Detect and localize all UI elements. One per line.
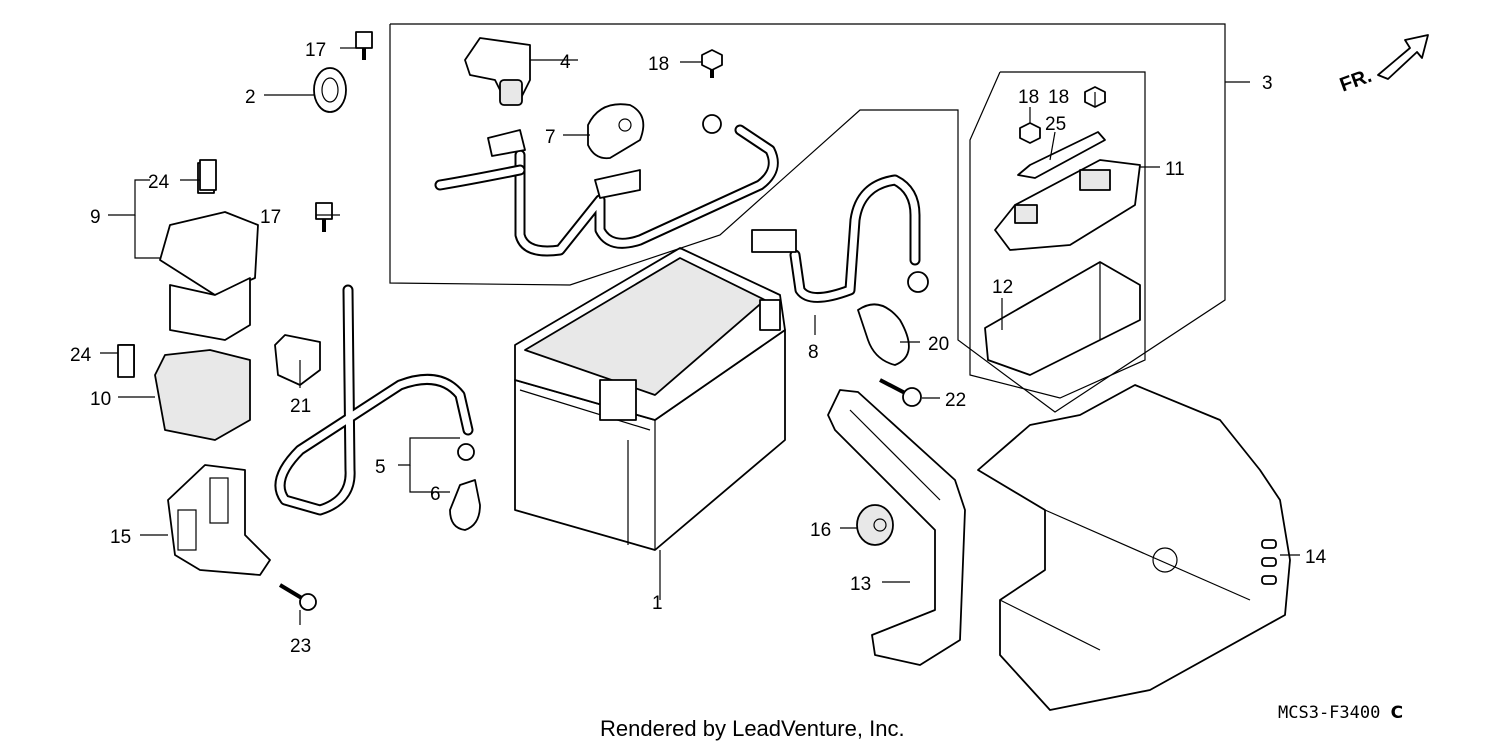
assembly-frame-11 bbox=[969, 71, 1146, 399]
callout-18-fusebox-b: 18 bbox=[1048, 87, 1069, 108]
callout-24-mid: 24 bbox=[70, 345, 92, 366]
fuse-24-top bbox=[199, 159, 217, 191]
fuse-24-mid bbox=[117, 344, 135, 378]
fuse-plate-25 bbox=[1017, 131, 1106, 179]
callout-4: 4 bbox=[560, 52, 571, 73]
assembly-frame-3 bbox=[389, 23, 1250, 413]
bolt-17-top bbox=[355, 31, 373, 60]
drawing-code: MCS3-F3400 C bbox=[1278, 703, 1403, 723]
drawing-code-number: MCS3-F3400 bbox=[1278, 703, 1381, 723]
rubber-band-20 bbox=[857, 303, 910, 366]
callout-20: 20 bbox=[928, 334, 949, 355]
callout-labels: 1 2 3 4 5 6 7 8 9 10 11 12 13 14 15 16 1… bbox=[70, 40, 1327, 657]
callout-10: 10 bbox=[90, 389, 111, 410]
leader-lines bbox=[100, 47, 1300, 625]
relay-bracket-15 bbox=[167, 464, 271, 576]
bolt-18-left bbox=[701, 49, 723, 78]
wire-clip-2 bbox=[313, 67, 347, 113]
clamp-21 bbox=[274, 334, 321, 386]
bolt-17-mid bbox=[315, 202, 333, 232]
bolt-23 bbox=[278, 583, 317, 611]
positive-cable-8 bbox=[751, 174, 929, 303]
callout-23: 23 bbox=[290, 636, 311, 657]
battery-case-14 bbox=[977, 384, 1291, 711]
callout-3: 3 bbox=[1262, 73, 1273, 94]
callout-18-fusebox-a: 18 bbox=[1018, 87, 1039, 108]
front-direction-arrow: FR. bbox=[1337, 34, 1429, 97]
drawing-code-revision: C bbox=[1390, 703, 1404, 723]
callout-7: 7 bbox=[545, 127, 556, 148]
terminal-boot-6 bbox=[449, 479, 481, 531]
callout-12: 12 bbox=[992, 277, 1013, 298]
callout-13: 13 bbox=[850, 574, 871, 595]
fuse-box-11 bbox=[994, 159, 1141, 251]
callout-5: 5 bbox=[375, 457, 386, 478]
front-direction-label: FR. bbox=[1337, 65, 1375, 97]
grommet-16 bbox=[856, 504, 894, 546]
render-credit: Rendered by LeadVenture, Inc. bbox=[600, 716, 905, 741]
callout-11: 11 bbox=[1165, 159, 1185, 180]
bolt-18-fusebox-a bbox=[1019, 122, 1041, 144]
callout-2: 2 bbox=[245, 87, 256, 108]
callout-25: 25 bbox=[1045, 114, 1066, 135]
callout-18-left: 18 bbox=[648, 54, 669, 75]
callout-17-mid: 17 bbox=[260, 207, 281, 228]
callout-15: 15 bbox=[110, 527, 131, 548]
callout-9: 9 bbox=[90, 207, 101, 228]
terminal-cap-4 bbox=[464, 37, 531, 106]
relay-rubber-cover-10 bbox=[119, 344, 251, 441]
fuse-box-cover-12 bbox=[984, 261, 1141, 376]
callout-17-top: 17 bbox=[305, 40, 326, 61]
callout-21: 21 bbox=[290, 396, 311, 417]
battery-stay-13 bbox=[827, 389, 966, 666]
harness-cable-3 bbox=[434, 114, 779, 257]
callout-1: 1 bbox=[652, 593, 663, 614]
callout-14: 14 bbox=[1305, 547, 1327, 568]
callout-22: 22 bbox=[945, 390, 966, 411]
callout-6: 6 bbox=[430, 484, 441, 505]
callout-8: 8 bbox=[808, 342, 819, 363]
callout-24-top: 24 bbox=[148, 172, 170, 193]
negative-cable-5 bbox=[274, 284, 475, 516]
bolt-22 bbox=[879, 378, 922, 407]
battery bbox=[514, 247, 786, 600]
callout-16: 16 bbox=[810, 520, 831, 541]
terminal-cover-7 bbox=[587, 103, 645, 160]
